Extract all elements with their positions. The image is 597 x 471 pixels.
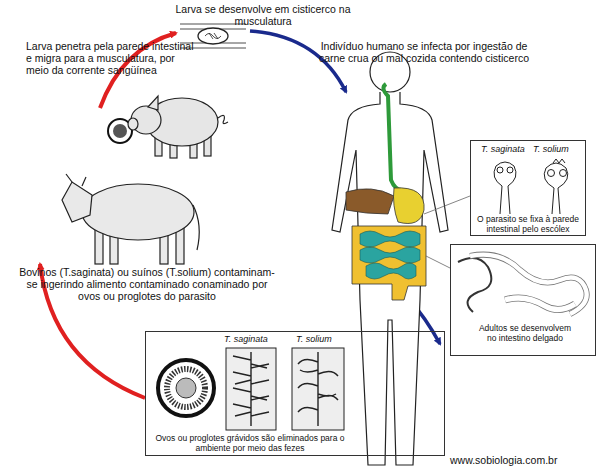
stage-label: Bovinos (T.saginata) ou suínos (T.solium… [18, 266, 276, 302]
info-box: T. saginata T. soliumOvos ou proglotes gr… [145, 331, 445, 456]
stage-label: Larva se desenvolve em cisticerco na mus… [168, 3, 358, 27]
watermark: www.sobiologia.com.br [450, 454, 597, 466]
box-caption: Ovos ou proglotes grávidos são eliminado… [152, 433, 348, 453]
human-body [332, 52, 448, 465]
species-name: T. saginata [481, 144, 531, 154]
species-name: T. solium [296, 334, 358, 344]
leader-line [426, 256, 450, 268]
stage-label: Indivíduo humano se infecta por ingestão… [318, 40, 530, 64]
egg [158, 360, 214, 416]
proglottid [226, 348, 344, 430]
info-box: T. saginataT. solium O parasito se fixa à… [470, 140, 586, 236]
cow [62, 174, 199, 264]
info-box: Adultos se desenvolvem no intestino delg… [450, 244, 596, 356]
cycle-arrow [408, 298, 440, 344]
scolex [494, 159, 568, 214]
species-name: T. saginata [224, 334, 286, 344]
species-name: T. solium [533, 144, 583, 154]
adult-worm [458, 255, 587, 314]
stage-label: Larva penetra pela parede intestinal e m… [26, 40, 196, 76]
pig [128, 96, 228, 158]
box-caption: O parasito se fixa à parede intestinal p… [474, 214, 582, 234]
box-caption: Adultos se desenvolvem no intestino delg… [477, 323, 573, 343]
egg [108, 119, 132, 143]
leader-line [424, 196, 470, 214]
